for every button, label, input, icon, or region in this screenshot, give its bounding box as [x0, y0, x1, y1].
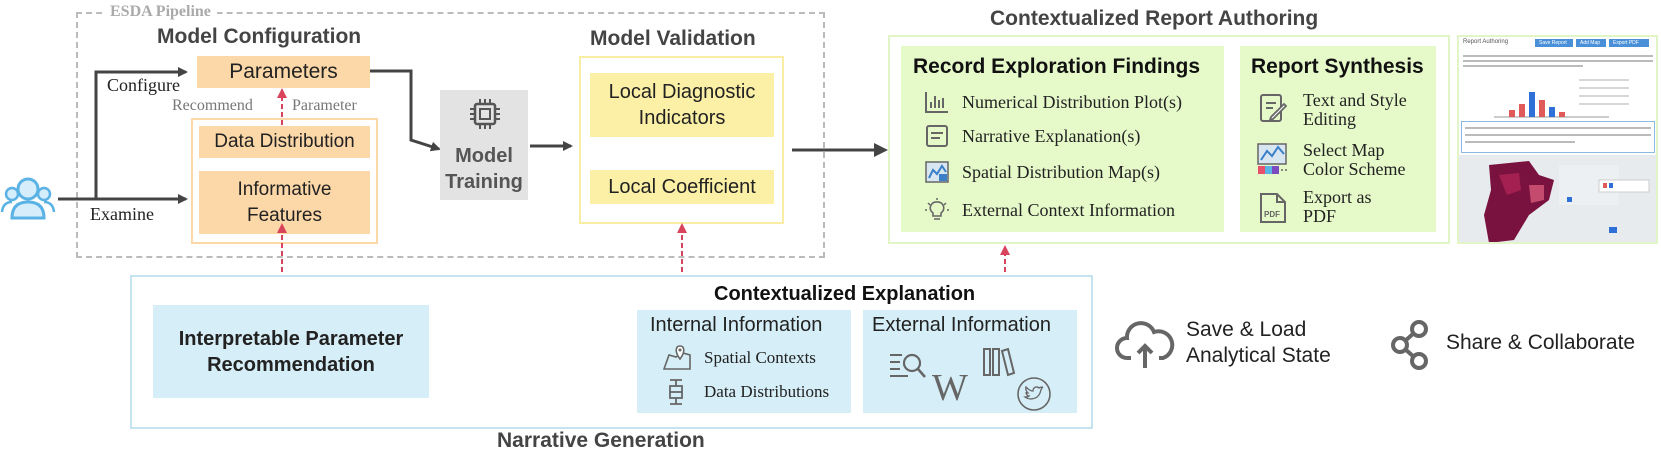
internal-information-box: [637, 310, 851, 413]
lightbulb-icon: [925, 198, 949, 220]
narrative-up-arrows: [277, 223, 1010, 272]
internal-item: Spatial Contexts: [662, 344, 816, 372]
synthesis-item-label: Select Map Color Scheme: [1303, 140, 1406, 179]
bar-chart-icon: [925, 92, 948, 113]
report-screenshot: Report Authoring Save Report Add Map Exp…: [1457, 35, 1658, 244]
model-training-label: Model Training: [445, 145, 523, 193]
wikipedia-icon: W: [932, 367, 968, 409]
map-pin-icon: [662, 345, 691, 370]
parameter-label: Parameter: [292, 97, 357, 114]
record-findings-box: [901, 46, 1224, 232]
screenshot-header: Report Authoring: [1463, 39, 1509, 45]
record-item-label: Narrative Explanation(s): [962, 125, 1141, 146]
config-features-frame: [191, 118, 378, 244]
synthesis-item-label: Export as PDF: [1303, 187, 1372, 226]
arrow-configure: [94, 67, 188, 199]
parameter-recommendation-box: Interpretable Parameter Recommendation: [153, 305, 429, 398]
screenshot-note-box: [1461, 121, 1655, 153]
synthesis-item-label: Text and Style Editing: [1303, 90, 1407, 129]
internal-information-title: Internal Information: [650, 314, 823, 336]
screenshot-add-button[interactable]: Add Map: [1576, 39, 1606, 47]
screenshot-text-lines: [1463, 52, 1653, 70]
internal-item-label: Data Distributions: [704, 382, 830, 401]
share-icon: [1391, 320, 1428, 370]
screenshot-histogram: [1494, 79, 1629, 118]
parameters-box: Parameters: [197, 56, 370, 88]
report-authoring-frame: [888, 35, 1450, 244]
box-plot-icon: [669, 379, 683, 405]
record-item-label: Numerical Distribution Plot(s): [962, 91, 1182, 112]
record-item-label: Spatial Distribution Map(s): [962, 161, 1160, 182]
local-diagnostic-label: Local Diagnostic Indicators: [608, 81, 756, 129]
pdf-icon: PDF: [1260, 193, 1286, 223]
edit-icon: [1260, 94, 1288, 122]
report-authoring-title: Contextualized Report Authoring: [990, 7, 1319, 30]
pipeline-arrows: [58, 67, 573, 204]
configure-label: Configure: [107, 75, 180, 95]
screenshot-save-button[interactable]: Save Report: [1535, 39, 1573, 47]
external-information-title: External Information: [872, 314, 1051, 336]
report-synthesis-title: Report Synthesis: [1251, 55, 1424, 78]
user-icon: [0, 177, 56, 220]
data-distribution-label: Data Distribution: [214, 131, 355, 152]
examine-label: Examine: [90, 204, 154, 224]
local-coefficient-box: Local Coefficient: [590, 170, 774, 204]
esda-pipeline-label: ESDA Pipeline: [104, 3, 217, 21]
share-collaborate-label: Share & Collaborate: [1446, 331, 1636, 354]
record-item: Numerical Distribution Plot(s): [924, 88, 1182, 116]
document-icon: [926, 125, 948, 147]
arrow-validation-to-report: [792, 143, 888, 157]
search-list-icon: [890, 353, 926, 378]
record-item: External Context Information: [924, 196, 1175, 224]
esda-pipeline-box: [76, 12, 825, 258]
internal-item-label: Spatial Contexts: [704, 348, 816, 367]
local-coefficient-label: Local Coefficient: [608, 175, 756, 198]
record-item: Spatial Distribution Map(s): [924, 158, 1160, 186]
model-configuration-title: Model Configuration: [157, 25, 362, 48]
record-item-label: External Context Information: [962, 199, 1175, 220]
parameter-recommendation-label: Interpretable Parameter Recommendation: [178, 327, 404, 376]
record-findings-title: Record Exploration Findings: [913, 55, 1201, 78]
svg-text:PDF: PDF: [1264, 210, 1280, 219]
internal-item: Data Distributions: [662, 378, 829, 406]
parameters-label: Parameters: [229, 60, 338, 83]
local-diagnostic-box: Local Diagnostic Indicators: [590, 73, 774, 137]
record-item: Narrative Explanation(s): [924, 122, 1140, 150]
map-icon: [925, 161, 949, 183]
model-validation-title: Model Validation: [590, 27, 756, 50]
recommend-label: Recommend: [172, 97, 253, 114]
narrative-generation-frame: [130, 275, 1093, 429]
color-scheme-icon: [1257, 143, 1289, 174]
screenshot-map: [1459, 155, 1656, 242]
narrative-generation-title: Narrative Generation: [493, 429, 709, 453]
chip-icon: [470, 99, 500, 129]
report-synthesis-box: [1240, 46, 1436, 232]
screenshot-export-button[interactable]: Export PDF: [1609, 39, 1649, 47]
contextualized-explanation-title: Contextualized Explanation: [714, 283, 976, 305]
arrow-params-to-training: [370, 69, 441, 152]
data-distribution-box: Data Distribution: [199, 126, 370, 158]
save-load-label: Save & Load Analytical State: [1186, 318, 1331, 367]
cloud-sync-icon: [1115, 321, 1175, 368]
books-icon: [983, 347, 1016, 377]
twitter-icon: [1017, 377, 1051, 411]
informative-features-label: Informative Features: [237, 178, 332, 226]
